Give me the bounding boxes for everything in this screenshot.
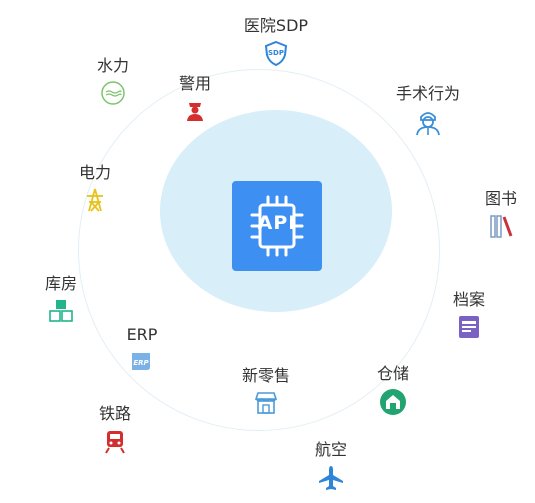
node-label: 图书	[484, 189, 517, 208]
node-label: ERP	[126, 325, 158, 344]
node-label: 新零售	[241, 366, 290, 385]
node-hospital-sdp: 医院SDP SDP	[236, 16, 316, 66]
node-surgery: 手术行为	[386, 84, 470, 136]
sdp-shield-icon: SDP	[264, 40, 288, 66]
books-icon	[490, 215, 513, 238]
node-police: 警用	[170, 74, 220, 122]
api-chip: API	[232, 181, 322, 271]
water-icon	[101, 81, 125, 105]
warehouse-icon	[380, 389, 406, 415]
node-aviation: 航空	[306, 440, 356, 492]
node-label: 库房	[44, 274, 77, 293]
node-label: 警用	[178, 74, 211, 93]
node-erp: ERP ERP	[117, 325, 167, 373]
archive-icon	[459, 316, 479, 338]
train-icon	[105, 431, 125, 454]
sdp-badge-text: SDP	[268, 49, 284, 57]
node-railway: 铁路	[90, 404, 140, 454]
storefront-icon	[254, 392, 278, 414]
node-label: 航空	[314, 440, 347, 459]
erp-badge-text: ERP	[133, 359, 149, 367]
node-label: 档案	[452, 290, 485, 309]
node-label: 铁路	[98, 404, 131, 423]
doctor-icon	[416, 112, 440, 136]
node-power: 电力	[70, 163, 120, 213]
node-label: 仓储	[376, 364, 409, 383]
node-archive: 档案	[444, 290, 494, 340]
node-label: 医院SDP	[243, 16, 309, 35]
shelves-icon	[49, 300, 73, 322]
police-icon	[187, 103, 203, 121]
airplane-icon	[319, 466, 343, 490]
chip-icon	[250, 195, 304, 257]
node-new-retail: 新零售	[234, 366, 298, 416]
node-storage: 库房	[36, 274, 86, 324]
node-books: 图书	[476, 189, 526, 239]
node-label: 电力	[78, 163, 111, 182]
outer-ring	[78, 69, 440, 431]
power-tower-icon	[87, 188, 103, 212]
node-label: 水力	[96, 56, 129, 75]
node-water: 水力	[88, 56, 138, 106]
node-label: 手术行为	[395, 84, 460, 103]
api-label: API	[257, 212, 297, 234]
node-warehouse: 仓储	[368, 364, 418, 416]
erp-icon: ERP	[132, 353, 150, 370]
